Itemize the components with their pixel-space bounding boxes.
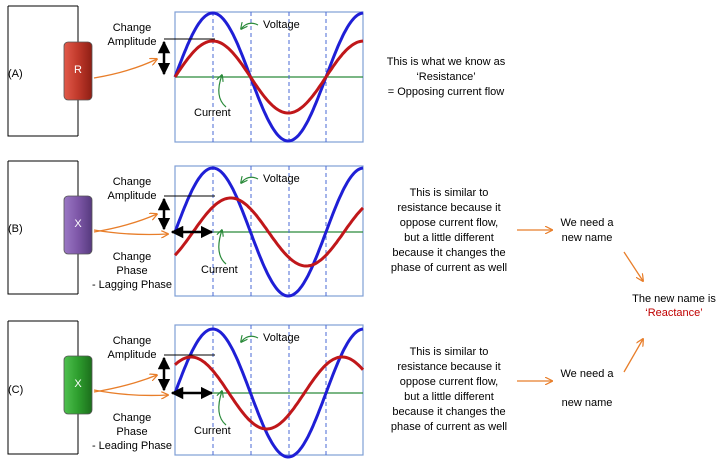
voltage-label: Voltage	[263, 173, 300, 185]
description-line: This is what we know as	[386, 56, 506, 68]
amplitude-pointer-arrow	[93, 59, 157, 79]
wire-left	[7, 161, 78, 295]
component-box	[63, 195, 93, 255]
row-label: (A)	[8, 68, 23, 80]
amplitude-label-line2: Amplitude	[107, 36, 157, 48]
conclusion-line1: We need a	[560, 368, 614, 380]
description-line: phase of current as well	[390, 262, 508, 274]
description-line: phase of current as well	[390, 421, 508, 433]
voltage-label: Voltage	[263, 19, 300, 31]
current-label: Current	[201, 264, 238, 276]
row-label: (B)	[8, 223, 23, 235]
description-line: oppose current flow,	[399, 376, 499, 388]
voltage-label-arrow	[241, 336, 259, 342]
phase-label-line3: - Lagging Phase	[91, 279, 173, 291]
description-line: resistance because it	[397, 361, 501, 373]
amplitude-pointer-arrow	[93, 214, 157, 233]
description-line: This is similar to	[409, 187, 489, 199]
amplitude-label-line2: Amplitude	[107, 190, 157, 202]
conclusion-line2: new name	[561, 397, 613, 409]
component-box	[63, 41, 93, 101]
description-line: = Opposing current flow	[387, 86, 505, 98]
phase-label-line1: Change	[112, 251, 152, 263]
description-line: This is similar to	[409, 346, 489, 358]
voltage-wave	[173, 327, 364, 459]
current-wave	[174, 355, 365, 431]
amplitude-label-line1: Change	[112, 335, 152, 347]
component-label: X	[74, 218, 82, 230]
amplitude-label-line2: Amplitude	[107, 349, 157, 361]
summary-line2: ‘Reactance’	[645, 307, 703, 319]
wire-left	[7, 321, 78, 455]
wire-left	[7, 6, 78, 137]
phase-label-line2: Phase	[116, 426, 148, 438]
current-label: Current	[194, 425, 231, 437]
current-wave	[173, 39, 364, 115]
phase-label-line2: Phase	[116, 265, 148, 277]
summary-arrow-from-c	[623, 339, 643, 373]
voltage-label-arrow	[241, 177, 259, 183]
voltage-label-arrow	[241, 23, 259, 29]
amplitude-label-line1: Change	[112, 22, 152, 34]
component-label: X	[74, 378, 82, 390]
description-line: because it changes the	[392, 247, 506, 259]
description-line: but a little different	[404, 391, 494, 403]
conclusion-line1: We need a	[560, 217, 614, 229]
summary-line1: The new name is	[632, 293, 716, 305]
voltage-label: Voltage	[263, 332, 300, 344]
current-label-arrow	[219, 75, 227, 108]
description-line: because it changes the	[392, 406, 506, 418]
row-label: (C)	[8, 384, 24, 396]
current-wave	[173, 196, 365, 268]
amplitude-label-line1: Change	[112, 176, 152, 188]
description-line: resistance because it	[397, 202, 501, 214]
component-box	[63, 355, 93, 415]
current-label: Current	[194, 107, 231, 119]
conclusion-line2: new name	[561, 232, 613, 244]
component-label: R	[74, 64, 82, 76]
current-label-arrow	[219, 230, 227, 265]
description-line: oppose current flow,	[399, 217, 499, 229]
voltage-wave	[173, 166, 364, 298]
description-line: but a little different	[404, 232, 494, 244]
amplitude-pointer-arrow	[93, 375, 157, 393]
description-line: ‘Resistance’	[416, 71, 476, 83]
phase-pointer-arrow	[93, 229, 168, 235]
phase-label-line3: - Leading Phase	[91, 440, 173, 452]
phase-label-line1: Change	[112, 412, 152, 424]
voltage-wave	[173, 11, 364, 143]
current-label-arrow	[219, 391, 227, 426]
phase-pointer-arrow	[93, 389, 168, 395]
summary-arrow-from-b	[623, 251, 643, 281]
